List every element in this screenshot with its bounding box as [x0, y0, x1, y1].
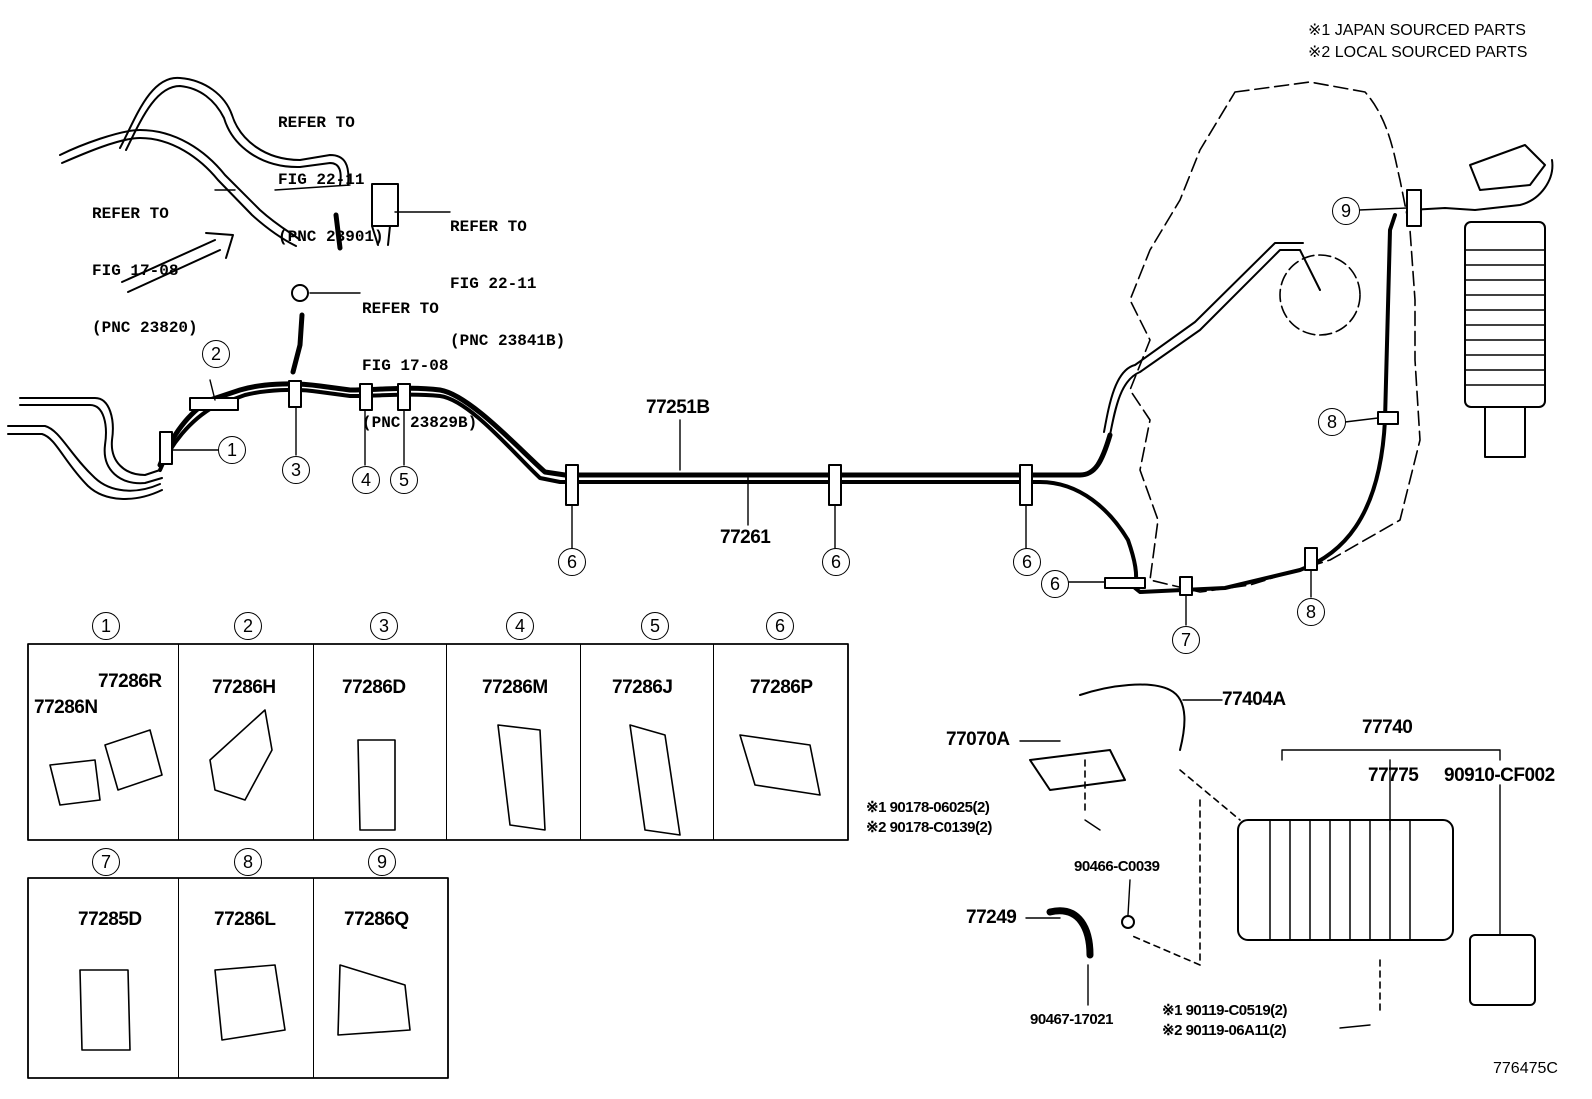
grid-cell-1	[28, 644, 179, 840]
tube-lower	[158, 213, 1397, 594]
grid-header-5: 5	[641, 612, 669, 640]
part-90119-c0519[interactable]: ※1 90119-C0519(2)	[1162, 1002, 1288, 1019]
part-77775[interactable]: 77775	[1368, 765, 1419, 786]
callout-6[interactable]: 6	[822, 548, 850, 576]
part-90910-cf002[interactable]: 90910-CF002	[1444, 765, 1555, 786]
grid-cell-3	[313, 644, 447, 840]
note-local-sourced: ※2 LOCAL SOURCED PARTS	[1308, 44, 1528, 61]
callout-3[interactable]: 3	[282, 456, 310, 484]
part-77286j[interactable]: 77286J	[612, 677, 673, 698]
grid-header-7: 7	[92, 848, 120, 876]
vapor-hose-upper	[119, 76, 350, 186]
ref-line: FIG 22-11	[278, 171, 365, 189]
grid-header-8: 8	[234, 848, 262, 876]
ref-line: REFER TO	[92, 205, 169, 223]
part-77286q[interactable]: 77286Q	[344, 909, 409, 930]
callout-6[interactable]: 6	[1013, 548, 1041, 576]
grid-header-3: 3	[370, 612, 398, 640]
ref-line: (PNC 23820)	[92, 319, 198, 337]
part-90178-c0139[interactable]: ※2 90178-C0139(2)	[866, 819, 992, 836]
part-77286r[interactable]: 77286R	[98, 671, 162, 692]
grid-header-4: 4	[506, 612, 534, 640]
part-90178-06025[interactable]: ※1 90178-06025(2)	[866, 799, 990, 816]
part-77251b[interactable]: 77251B	[646, 397, 710, 418]
part-77286l[interactable]: 77286L	[214, 909, 276, 930]
part-90119-06a11[interactable]: ※2 90119-06A11(2)	[1162, 1022, 1287, 1039]
callout-5[interactable]: 5	[390, 466, 418, 494]
callout-4[interactable]: 4	[352, 466, 380, 494]
ref-line: FIG 17-08	[362, 357, 449, 375]
ref-fig-22-11-23841b[interactable]: REFER TO FIG 22-11 (PNC 23841B)	[450, 180, 565, 370]
grid-header-9: 9	[368, 848, 396, 876]
part-77286p[interactable]: 77286P	[750, 677, 813, 698]
note-japan-sourced: ※1 JAPAN SOURCED PARTS	[1308, 22, 1526, 39]
part-90467-17021[interactable]: 90467-17021	[1030, 1011, 1113, 1028]
ref-line: REFER TO	[362, 300, 439, 318]
callout-6[interactable]: 6	[558, 548, 586, 576]
grid-cell-4	[446, 644, 581, 840]
ref-fig-17-08-23820[interactable]: REFER TO FIG 17-08 (PNC 23820)	[92, 167, 198, 357]
callout-7[interactable]: 7	[1172, 626, 1200, 654]
ref-line: (PNC 23901)	[278, 228, 384, 246]
part-77070a[interactable]: 77070A	[946, 729, 1010, 750]
grid-cell-2	[178, 644, 314, 840]
part-77286n[interactable]: 77286N	[34, 697, 98, 718]
part-77404a[interactable]: 77404A	[1222, 689, 1286, 710]
ref-line: REFER TO	[278, 114, 355, 132]
grid-cell-7	[28, 878, 179, 1078]
ref-line: FIG 22-11	[450, 275, 537, 293]
diagram-code: 776475C	[1493, 1060, 1558, 1077]
part-77286h[interactable]: 77286H	[212, 677, 276, 698]
grid-header-1: 1	[92, 612, 120, 640]
grid-cell-8	[178, 878, 314, 1078]
ref-line: (PNC 23829B)	[362, 414, 478, 432]
grid-header-6: 6	[766, 612, 794, 640]
ref-fig-22-11-23901[interactable]: REFER TO FIG 22-11 (PNC 23901)	[278, 76, 384, 266]
part-77286d[interactable]: 77286D	[342, 677, 406, 698]
ref-line: FIG 17-08	[92, 262, 179, 280]
part-77285d[interactable]: 77285D	[78, 909, 142, 930]
grid-header-2: 2	[234, 612, 262, 640]
ref-line: REFER TO	[450, 218, 527, 236]
callout-9[interactable]: 9	[1332, 197, 1360, 225]
ref-line: (PNC 23841B)	[450, 332, 566, 350]
callout-1[interactable]: 1	[218, 436, 246, 464]
part-77249[interactable]: 77249	[966, 907, 1017, 928]
callout-6[interactable]: 6	[1041, 570, 1069, 598]
part-90466-c0039[interactable]: 90466-C0039	[1074, 858, 1160, 875]
part-77261[interactable]: 77261	[720, 527, 771, 548]
callout-8[interactable]: 8	[1318, 408, 1346, 436]
callout-2[interactable]: 2	[202, 340, 230, 368]
callout-8[interactable]: 8	[1297, 598, 1325, 626]
grid-cell-5	[580, 644, 714, 840]
part-77740[interactable]: 77740	[1362, 717, 1413, 738]
part-77286m[interactable]: 77286M	[482, 677, 548, 698]
ref-fig-17-08-23829b[interactable]: REFER TO FIG 17-08 (PNC 23829B)	[362, 262, 477, 452]
